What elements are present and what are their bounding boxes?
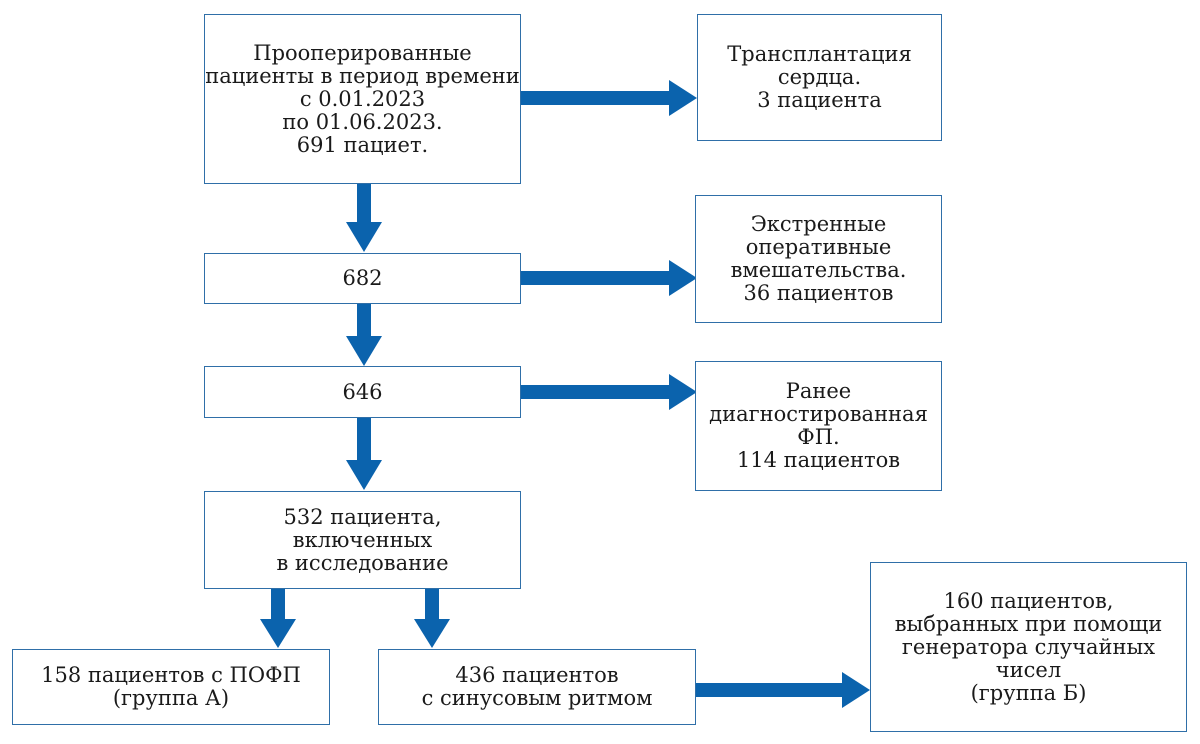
arrow-682-to-emergency <box>521 260 697 296</box>
box-group-a: 158 пациентов с ПОФП (группа А) <box>12 649 330 725</box>
arrow-682-to-646 <box>346 304 382 366</box>
arrow-included-to-group-a <box>260 589 296 648</box>
box-646: 646 <box>204 366 521 418</box>
box-operated-text: Прооперированные пациенты в период време… <box>205 40 520 157</box>
box-emergency: Экстренные оперативные вмешательства. 36… <box>695 195 942 323</box>
box-682-text: 682 <box>342 266 383 290</box>
arrow-operated-to-682 <box>346 184 382 252</box>
box-sinus-text: 436 пациентов с синусовым ритмом <box>421 663 653 710</box>
box-prior-af-text: Ранее диагностированная ФП. 114 пациенто… <box>709 379 928 472</box>
box-sinus: 436 пациентов с синусовым ритмом <box>378 649 696 725</box>
box-group-b: 160 пациентов, выбранных при помощи гене… <box>870 562 1187 732</box>
box-transplant-text: Трансплантация сердца. 3 пациента <box>727 42 912 112</box>
box-group-a-text: 158 пациентов с ПОФП (группа А) <box>41 663 301 710</box>
box-group-b-text: 160 пациентов, выбранных при помощи гене… <box>894 588 1163 705</box>
box-included-text: 532 пациента, включенных в исследование <box>276 504 449 575</box>
arrow-646-to-prior-af <box>521 374 697 410</box>
box-prior-af: Ранее диагностированная ФП. 114 пациенто… <box>695 361 942 491</box>
arrow-646-to-included <box>346 418 382 490</box>
box-646-text: 646 <box>342 379 383 404</box>
arrow-sinus-to-group-b <box>696 672 870 708</box>
arrow-operated-to-transplant <box>521 80 697 116</box>
box-included: 532 пациента, включенных в исследование <box>204 491 521 589</box>
box-emergency-text: Экстренные оперативные вмешательства. 36… <box>730 212 907 305</box>
box-transplant: Трансплантация сердца. 3 пациента <box>697 14 942 141</box>
box-operated: Прооперированные пациенты в период време… <box>204 14 521 184</box>
box-682: 682 <box>204 253 521 304</box>
arrow-included-to-sinus <box>414 589 450 648</box>
